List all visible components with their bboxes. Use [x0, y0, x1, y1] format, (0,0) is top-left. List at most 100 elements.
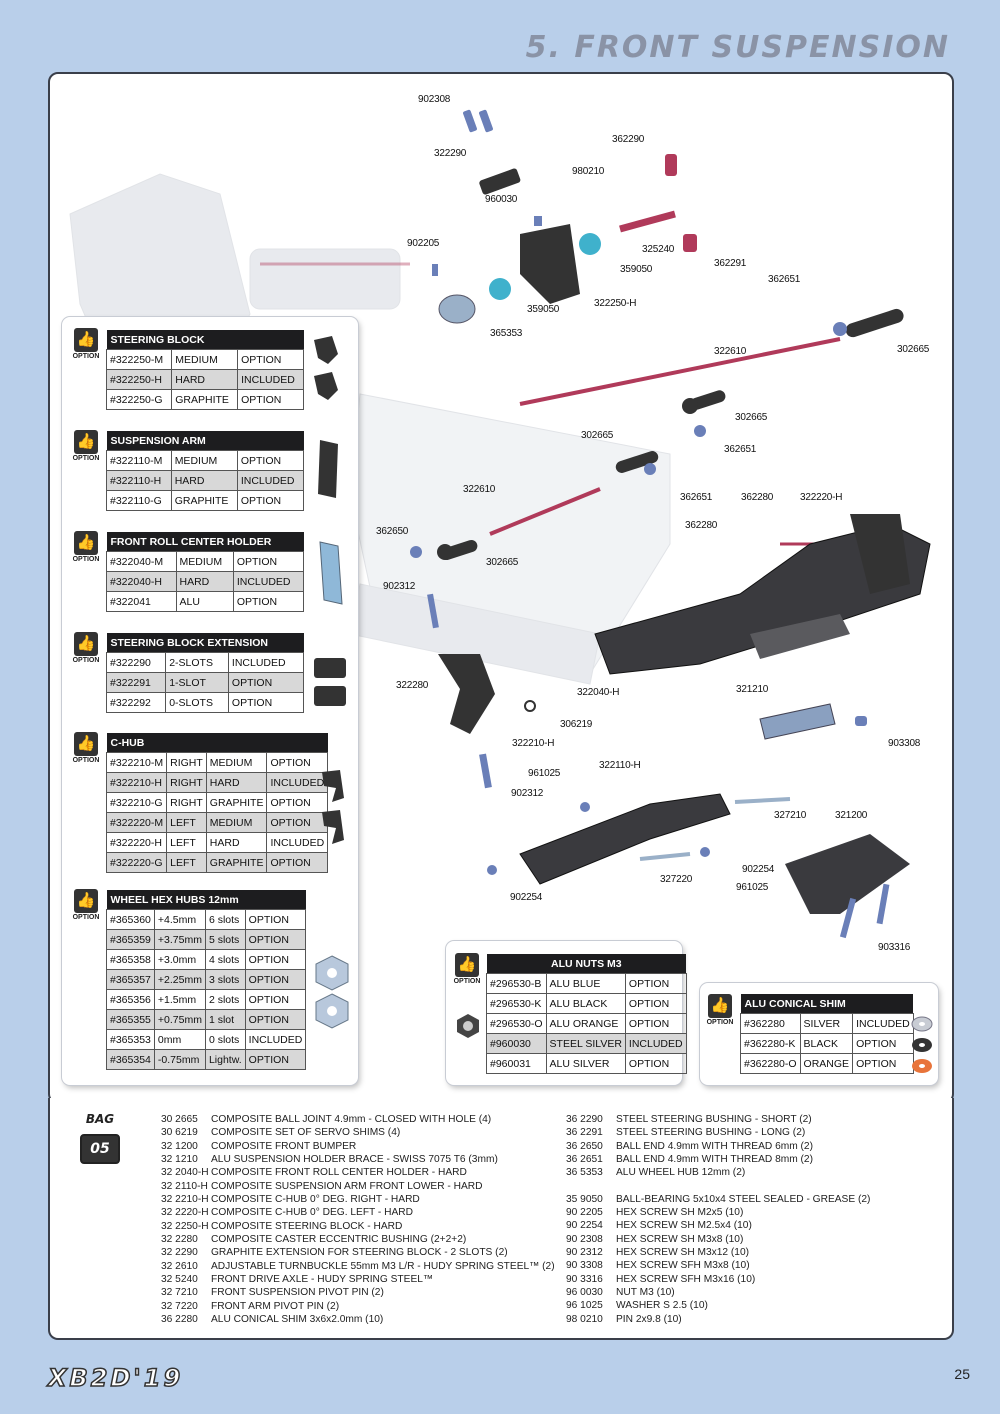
table-cell: OPTION — [244, 909, 307, 930]
bag-number: 05 — [80, 1134, 120, 1164]
table-cell: #322210-M — [105, 752, 168, 773]
table-cell: #365354 — [106, 1049, 155, 1070]
part-description: GRAPHITE EXTENSION FOR STEERING BLOCK - … — [211, 1247, 508, 1259]
table-cell: ALU SILVER — [545, 1053, 626, 1074]
table-cell: OPTION — [237, 349, 304, 370]
part-code: 36 5353 — [566, 1167, 603, 1179]
table-cell: INCLUDED — [232, 571, 305, 592]
thumbs-up-icon: 👍 — [708, 994, 732, 1018]
part-code: 32 2610 — [161, 1260, 198, 1272]
steering-block-extension-part-icon — [314, 658, 346, 706]
table-cell: +2.25mm — [153, 969, 206, 990]
part-description: HEX SCREW SH M2x5 (10) — [616, 1207, 744, 1219]
table-cell: OPTION — [236, 490, 305, 511]
table-cell: RIGHT — [166, 752, 207, 773]
table-cell: #322040-M — [106, 551, 177, 572]
part-code: 32 1210 — [161, 1154, 198, 1166]
table-cell: MEDIUM — [171, 349, 239, 370]
part-description: BALL END 4.9mm WITH THREAD 8mm (2) — [616, 1154, 813, 1166]
part-code: 90 2254 — [566, 1220, 603, 1232]
callout-label: 302665 — [735, 412, 768, 423]
callout-label: 321210 — [736, 684, 769, 695]
callout-label: 362290 — [612, 134, 645, 145]
table-cell: GRAPHITE — [171, 389, 239, 410]
table-cell: #365355 — [106, 1009, 155, 1030]
table-cell: HARD — [170, 470, 238, 491]
part-code: 36 2291 — [566, 1127, 603, 1139]
table-cell: OPTION — [624, 973, 687, 994]
table-cell: OPTION — [852, 1053, 914, 1074]
table-cell: #322110-M — [106, 450, 172, 471]
table-cell: MEDIUM — [175, 551, 234, 572]
part-description: HEX SCREW SH M2.5x4 (10) — [616, 1220, 752, 1232]
table-cell: #322210-H — [105, 772, 168, 793]
part-description: FRONT SUSPENSION PIVOT PIN (2) — [211, 1287, 384, 1299]
roll-center-holder-part-icon — [319, 541, 343, 605]
table-cell: 5 slots — [204, 929, 246, 950]
thumbs-up-icon: 👍 — [74, 632, 98, 656]
part-code: 36 2650 — [566, 1140, 603, 1152]
part-description: BALL-BEARING 5x10x4 STEEL SEALED - GREAS… — [616, 1193, 871, 1205]
table-cell: #322220-H — [105, 832, 168, 853]
table-cell: #362280-O — [740, 1053, 801, 1074]
table-cell: MEDIUM — [205, 752, 268, 773]
table-cell: #960031 — [486, 1053, 547, 1074]
part-code: 32 5240 — [161, 1274, 198, 1286]
table-cell: OPTION — [624, 993, 687, 1014]
table-cell: OPTION — [232, 551, 305, 572]
part-code: 32 7210 — [161, 1287, 198, 1299]
table-cell: 1 slot — [204, 1009, 246, 1030]
table-cell: HARD — [171, 369, 239, 390]
callout-label: 302665 — [486, 557, 519, 568]
part-description: HEX SCREW SFH M3x16 (10) — [616, 1273, 756, 1285]
conical-shim-icon — [911, 1016, 933, 1073]
part-description: HEX SCREW SH M3x12 (10) — [616, 1247, 750, 1259]
table-cell: LEFT — [166, 812, 207, 833]
table-cell: OPTION — [232, 591, 305, 612]
table-cell: INCLUDED — [236, 470, 305, 491]
table-cell: GRAPHITE — [205, 852, 268, 873]
callout-label: 359050 — [527, 304, 560, 315]
callout-label: 322610 — [463, 484, 496, 495]
table-cell: INCLUDED — [266, 832, 329, 853]
table-title: STEERING BLOCK — [106, 330, 304, 350]
callout-label: 960030 — [485, 194, 518, 205]
table-cell: ALU BLUE — [545, 973, 626, 994]
part-description: COMPOSITE SUSPENSION ARM FRONT LOWER - H… — [211, 1180, 483, 1192]
callout-label: 322110-H — [599, 760, 641, 771]
table-cell: OPTION — [236, 450, 305, 471]
callout-label: 902254 — [510, 892, 543, 903]
part-code: 90 2312 — [566, 1247, 603, 1259]
part-description: HEX SCREW SFH M3x8 (10) — [616, 1260, 750, 1272]
part-code: 96 0030 — [566, 1287, 603, 1299]
callout-label: 362650 — [376, 526, 409, 537]
callout-label: 359050 — [620, 264, 653, 275]
table-cell: GRAPHITE — [205, 792, 268, 813]
callout-label: 902312 — [383, 581, 416, 592]
table-cell: OPTION — [227, 672, 305, 693]
part-code: 90 2205 — [566, 1207, 603, 1219]
callout-label: 322610 — [714, 346, 747, 357]
table-title: SUSPENSION ARM — [106, 431, 304, 451]
part-code: 32 2040-H — [161, 1167, 209, 1179]
part-description: ADJUSTABLE TURNBUCKLE 55mm M3 L/R - HUDY… — [211, 1260, 555, 1272]
table-cell: INCLUDED — [244, 1029, 307, 1050]
table-cell: #960030 — [486, 1033, 547, 1054]
part-code: 32 2210-H — [161, 1194, 209, 1206]
table-cell: #365356 — [106, 989, 155, 1010]
table-cell: OPTION — [624, 1013, 687, 1034]
page-title: 5. FRONT SUSPENSION — [525, 30, 950, 65]
part-description: STEEL STEERING BUSHING - SHORT (2) — [616, 1114, 812, 1125]
